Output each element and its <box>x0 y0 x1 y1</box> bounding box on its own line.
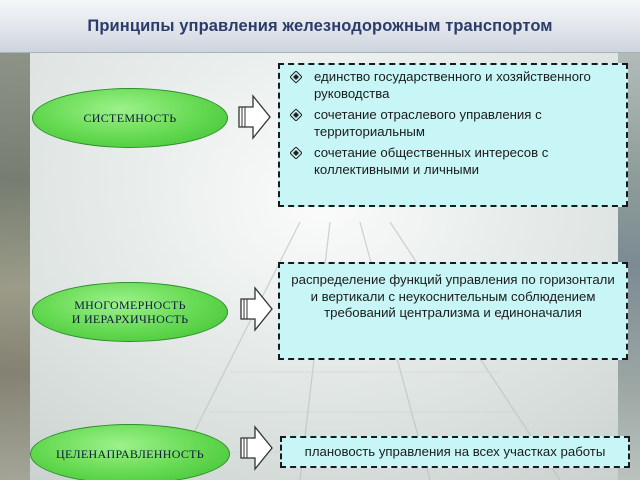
principle-multidimensional-label-line1: МНОГОМЕРНОСТЬ <box>74 298 186 312</box>
principle-purposeful-ellipse: ЦЕЛЕНАПРАВЛЕННОСТЬ <box>30 424 230 480</box>
principle-multidimensional-label-line2: И ИЕРАРХИЧНОСТЬ <box>71 312 189 326</box>
diamond-bullet-icon <box>290 147 302 159</box>
principle-purposeful-text: плановость управления на всех участках р… <box>304 444 606 459</box>
principle-systemic-box: единство государственного и хозяйственно… <box>278 63 628 207</box>
principle-multidimensional-text: распределение функций управления по гори… <box>291 272 615 320</box>
list-item-text: сочетание общественных интересов с колле… <box>314 145 549 177</box>
principle-systemic-label: СИСТЕМНОСТЬ <box>83 111 177 125</box>
diamond-bullet-icon <box>290 109 302 121</box>
block-arrow-icon <box>240 425 273 471</box>
principle-multidimensional-box: распределение функций управления по гори… <box>278 262 628 360</box>
principle-systemic-list: единство государственного и хозяйственно… <box>288 69 620 178</box>
principle-systemic-ellipse: СИСТЕМНОСТЬ <box>32 88 228 148</box>
principle-multidimensional-label: МНОГОМЕРНОСТЬ И ИЕРАРХИЧНОСТЬ <box>72 298 189 326</box>
principle-multidimensional-ellipse: МНОГОМЕРНОСТЬ И ИЕРАРХИЧНОСТЬ <box>32 282 228 342</box>
slide-title: Принципы управления железнодорожным тран… <box>87 16 553 35</box>
background-left-edge <box>0 52 30 480</box>
block-arrow-icon <box>238 94 271 140</box>
list-item-text: единство государственного и хозяйственно… <box>314 69 591 101</box>
list-item: сочетание отраслевого управления с терри… <box>288 107 620 140</box>
list-item: сочетание общественных интересов с колле… <box>288 145 620 178</box>
list-item: единство государственного и хозяйственно… <box>288 69 620 102</box>
diamond-bullet-icon <box>290 71 302 83</box>
principle-purposeful-label: ЦЕЛЕНАПРАВЛЕННОСТЬ <box>56 447 204 461</box>
block-arrow-icon <box>240 286 273 332</box>
principle-purposeful-box: плановость управления на всех участках р… <box>280 436 630 468</box>
title-banner: Принципы управления железнодорожным тран… <box>0 0 640 53</box>
list-item-text: сочетание отраслевого управления с терри… <box>314 107 542 139</box>
